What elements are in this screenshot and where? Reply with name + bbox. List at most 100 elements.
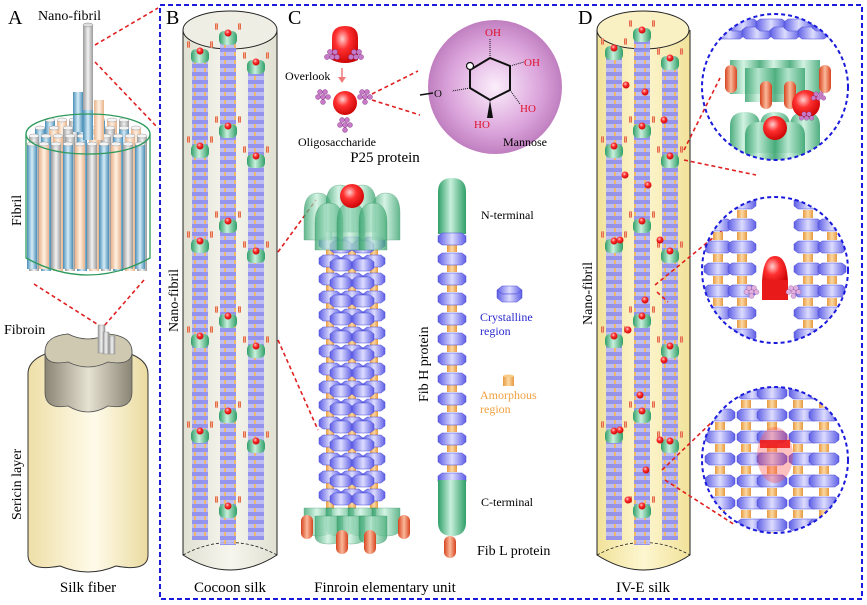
amorphous-region [447,304,457,312]
p25-protein [224,502,232,510]
amorphous-region [741,400,751,408]
n-terminal-cap [633,314,651,328]
p25-protein [610,332,618,340]
zoom-line [661,421,713,471]
zoom-line [371,70,419,95]
p25-protein [196,332,204,340]
panel-letter-b: B [166,7,179,29]
crystalline-region [351,384,375,398]
p25-protein [224,407,232,415]
amorphous-region [793,488,803,496]
panel-letter-a: A [8,7,23,29]
amorphous-region [326,285,334,293]
n-terminal-cap [219,219,237,233]
crystalline-region [437,432,467,446]
fib-h-strand [606,50,622,540]
amorphous-region [713,254,723,262]
fibril-rod [83,110,93,140]
amorphous-region [326,411,334,419]
n-terminal-cap [247,249,265,263]
amorphous-region [326,501,334,509]
p25-protein [196,142,204,150]
oligosaccharide [793,285,799,291]
amorphous-region [793,422,803,430]
crystalline-region [437,292,467,306]
fib-l-protein [680,48,683,55]
amorphous-region [326,447,334,455]
p25-protein [624,496,632,504]
p25-protein [656,236,664,244]
amorphous-region [767,400,777,408]
n-terminal-cap [219,31,237,45]
fib-l-protein [187,421,190,428]
amorphous-region [819,510,829,518]
fib-l-protein [601,38,604,45]
fib-l-protein [725,65,737,93]
label-n-terminal: N-terminal [481,208,534,222]
amorphous-region [447,364,457,372]
amorphous-region [793,444,803,452]
n-terminal-cap [605,144,623,158]
amorphous-region [348,375,356,383]
oligosaccharide [821,95,826,101]
crystalline-region [756,387,788,400]
panel-b: B Nano-fibril Cocoon silk [166,7,278,596]
amorphous-region [447,284,457,292]
amorphous-region [326,465,334,473]
crystalline-region [351,456,375,470]
fibroin-elementary-unit [301,184,410,554]
fib-l-protein [652,116,655,123]
crystalline-region [817,262,847,276]
crystalline-region [793,197,823,210]
p25-protein [638,26,646,34]
fib-l-protein [657,48,660,55]
fibril-rod [39,144,49,269]
fib-l-protein [624,421,627,428]
p25-protein [224,217,232,225]
crystalline-region [808,430,840,444]
n-terminal-cap [191,49,209,63]
oligosaccharide [813,91,819,97]
amorphous-region [326,303,334,311]
amorphous-region [348,447,356,455]
amorphous-region [827,210,837,218]
amorphous-region [370,285,378,293]
amorphous-region [370,321,378,329]
n-terminal-cap [219,409,237,423]
amorphous-region [827,232,837,240]
crystalline-region [329,492,353,506]
label-p25-protein: P25 protein [350,150,420,166]
fib-l-protein [760,81,772,109]
mannose-linker-o: O [434,88,442,100]
amorphous-region [326,339,334,347]
n-terminal [358,202,388,251]
p25-protein [252,247,260,255]
label-amorphous-region: region [480,402,511,416]
amorphous-region [713,298,723,306]
mannose-oh-1: OH [485,27,501,39]
oligosaccharide [816,95,821,101]
p25-protein [196,427,204,435]
crystalline-region [329,438,353,452]
crystalline-region [329,330,353,344]
fibril-bundle [26,92,148,271]
amorphous-region [819,466,829,474]
fib-l-protein [215,211,218,218]
n-terminal-cap [633,504,651,518]
crystalline-region [727,306,757,320]
oligosaccharide [795,289,802,295]
crystalline-region [808,452,840,466]
n-terminal-cap [438,178,466,234]
amorphous-region [348,285,356,293]
amorphous-region [803,232,813,240]
amorphous-region [737,254,747,262]
amorphous-region [348,483,356,491]
crystalline-region [437,352,467,366]
crystalline-region [329,402,353,416]
n-terminal-cap [661,154,679,168]
n-terminal-cap [605,46,623,60]
crystalline-region [817,328,847,342]
amorphous-region [326,393,334,401]
fib-l-protein [624,231,627,238]
amorphous-region [370,411,378,419]
